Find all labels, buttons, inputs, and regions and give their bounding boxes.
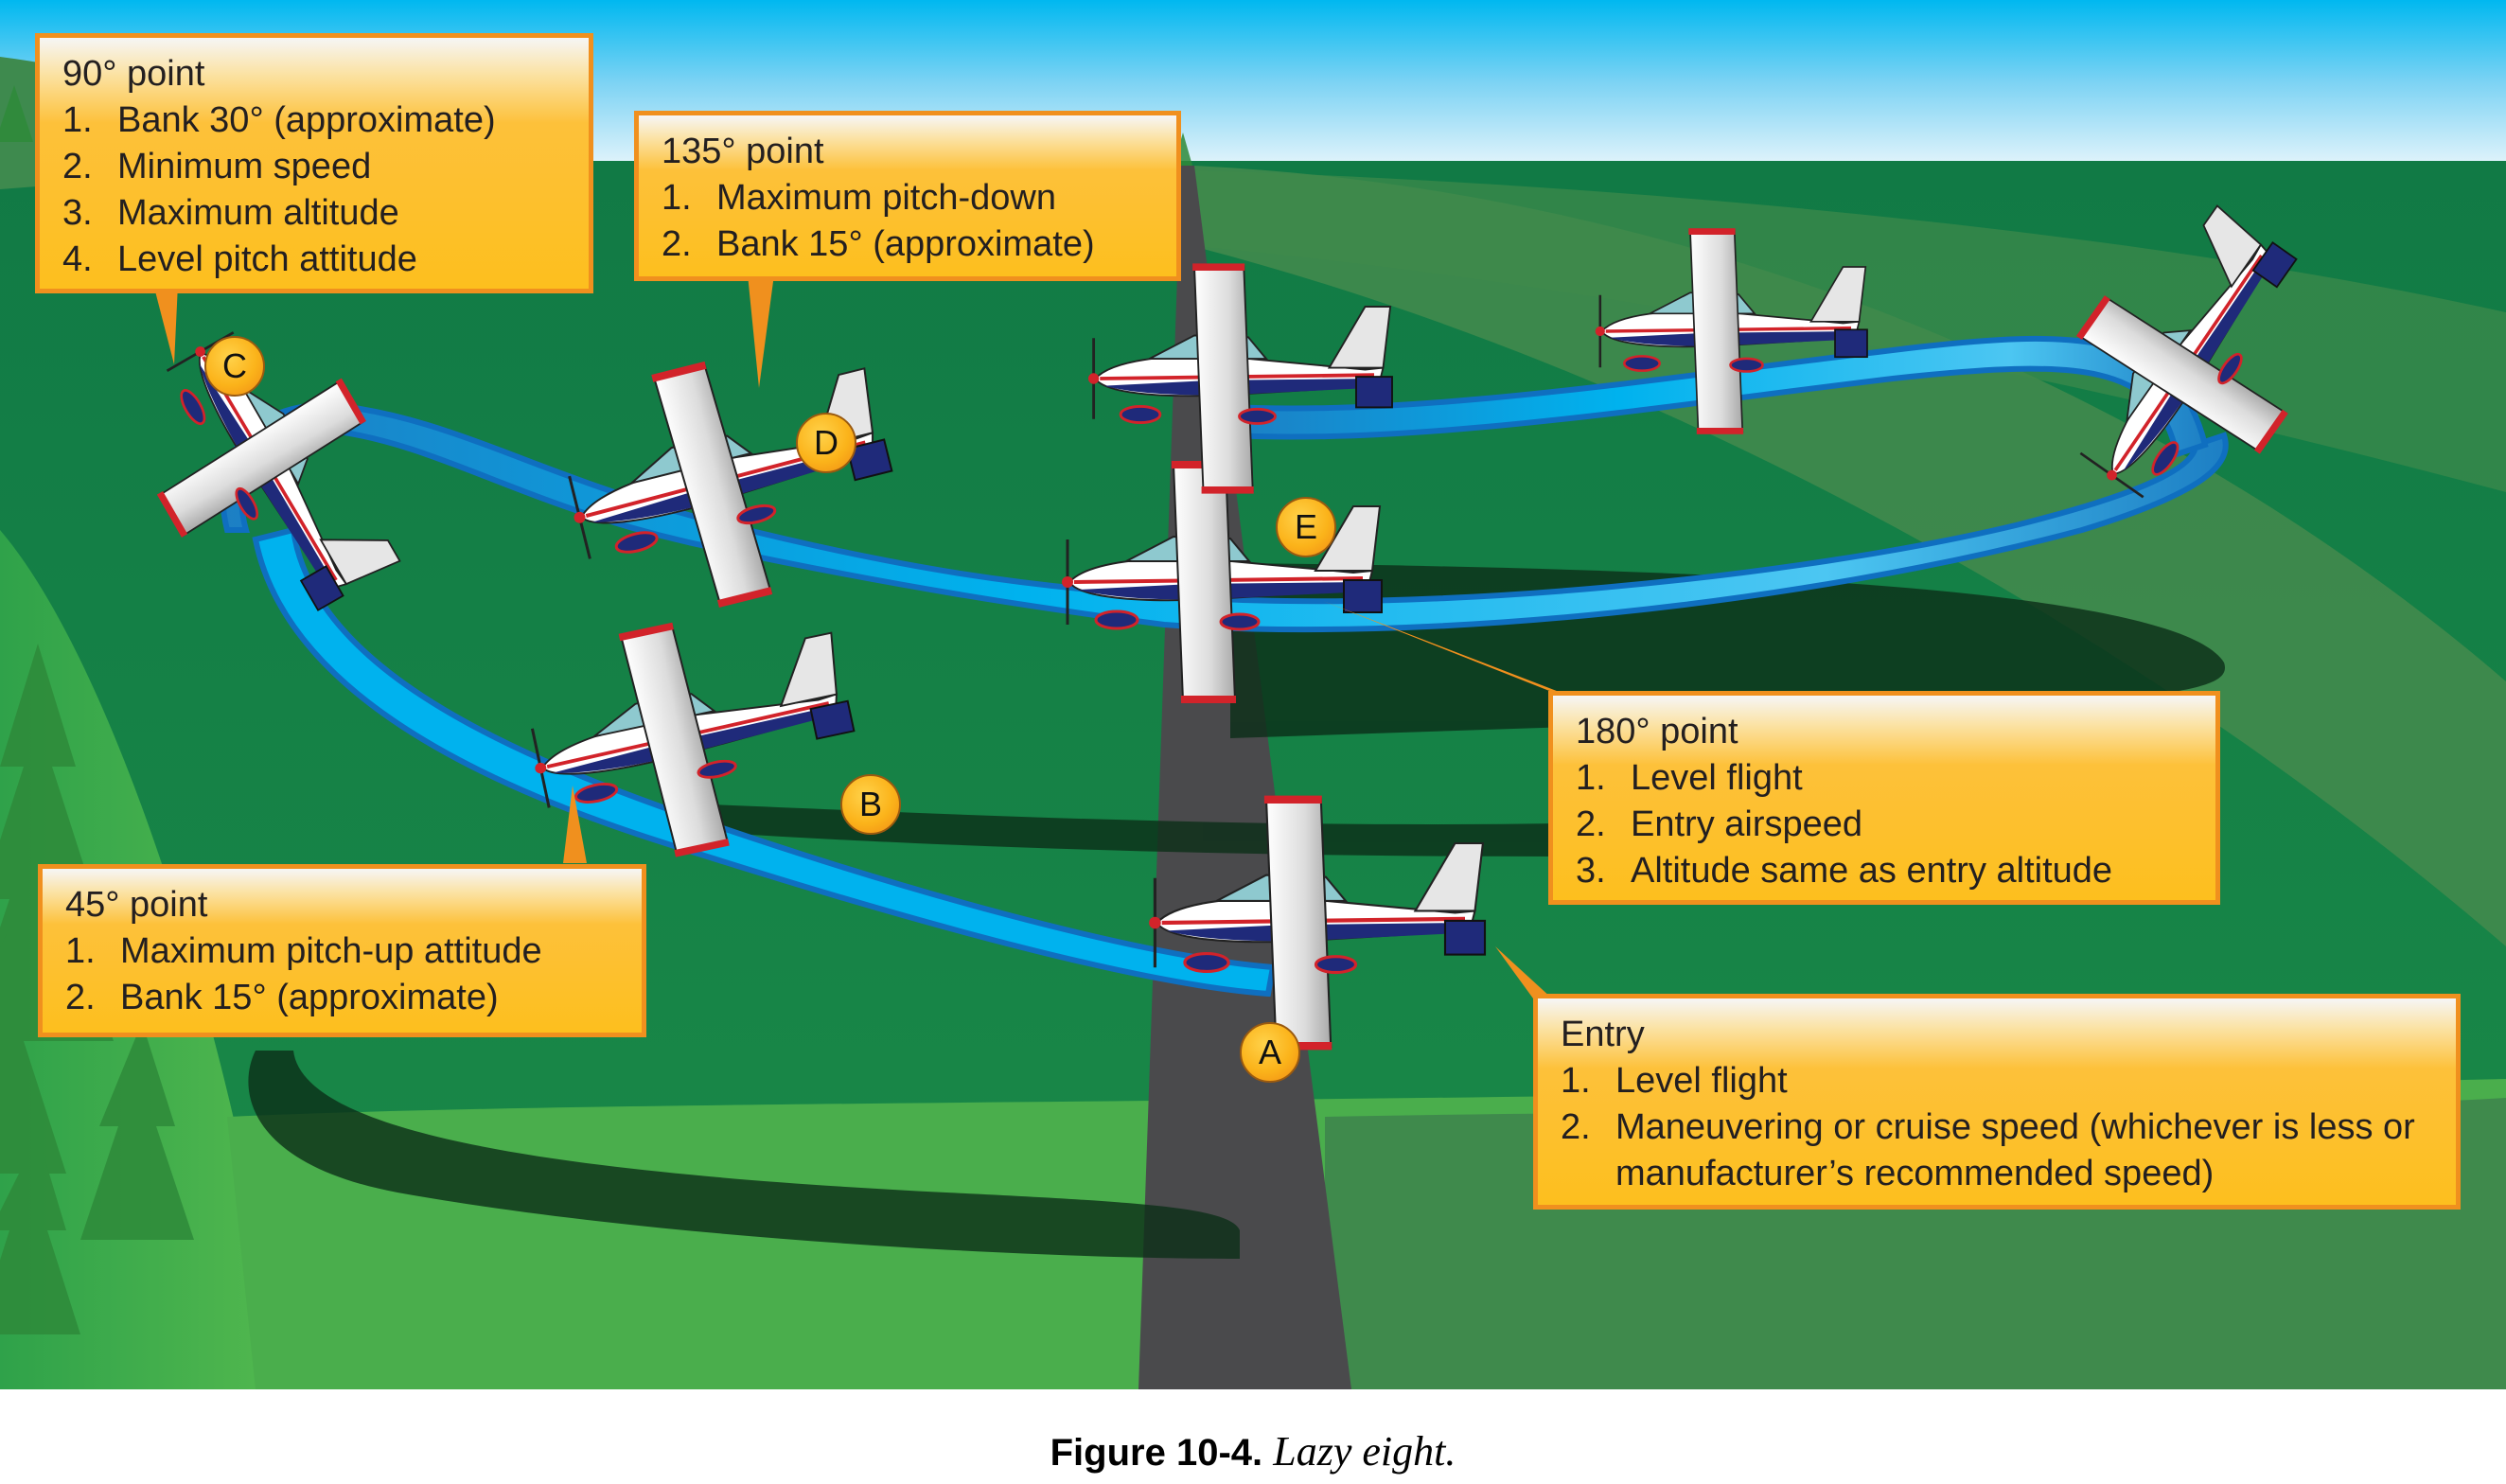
figure-label: Figure 10-4. bbox=[1050, 1432, 1263, 1474]
item-number: 2. bbox=[1576, 804, 1606, 844]
callout-item: 1. Level flight bbox=[1576, 755, 2193, 802]
figure-caption: Figure 10-4. Lazy eight. bbox=[0, 1427, 2506, 1475]
callout-90-point: 90° point 1. Bank 30° (approximate) 2. Min… bbox=[35, 33, 593, 293]
callout-45-point: 45° point 1. Maximum pitch-up attitude 2.… bbox=[38, 864, 646, 1037]
item-number: 3. bbox=[1576, 851, 1606, 891]
callout-item: 3. Altitude same as entry altitude bbox=[1576, 848, 2193, 894]
callout-pointers bbox=[153, 274, 1609, 998]
item-number: 2. bbox=[1561, 1107, 1591, 1147]
callout-item: 2. Minimum speed bbox=[62, 144, 566, 190]
marker-e: E bbox=[1276, 497, 1336, 557]
callout-title: 45° point bbox=[65, 885, 208, 925]
marker-d: D bbox=[796, 413, 856, 473]
tree-line bbox=[0, 85, 1192, 1334]
item-text: Level flight bbox=[1631, 758, 1803, 798]
item-number: 1. bbox=[1561, 1061, 1591, 1101]
callout-item: 1. Bank 30° (approximate) bbox=[62, 97, 566, 144]
item-text: Bank 15° (approximate) bbox=[120, 978, 499, 1017]
item-text: Entry airspeed bbox=[1631, 804, 1863, 844]
item-text: Altitude same as entry altitude bbox=[1631, 851, 2113, 891]
callout-item: 3. Maximum altitude bbox=[62, 190, 566, 237]
callout-entry: Entry 1. Level flight 2. Maneuvering or cr… bbox=[1533, 994, 2461, 1210]
callout-item: 2. Bank 15° (approximate) bbox=[662, 221, 1154, 268]
callout-135-point: 135° point 1. Maximum pitch-down 2. Bank 1… bbox=[634, 111, 1181, 281]
item-text: Maximum pitch-down bbox=[716, 178, 1056, 218]
item-number: 2. bbox=[662, 224, 692, 264]
item-number: 4. bbox=[62, 239, 93, 279]
item-number: 3. bbox=[62, 193, 93, 233]
item-text: Maneuvering or cruise speed (whichever i… bbox=[1615, 1107, 2415, 1193]
item-number: 1. bbox=[62, 100, 93, 140]
item-text: Maximum pitch-up attitude bbox=[120, 931, 542, 971]
item-text: Bank 30° (approximate) bbox=[117, 100, 496, 140]
item-number: 1. bbox=[1576, 758, 1606, 798]
marker-c: C bbox=[204, 336, 265, 397]
callout-title: 90° point bbox=[62, 54, 205, 94]
callout-title: 180° point bbox=[1576, 712, 1738, 751]
marker-b: B bbox=[840, 774, 901, 835]
callout-item: 1. Maximum pitch-down bbox=[662, 175, 1154, 221]
figure-title: Lazy eight. bbox=[1273, 1428, 1456, 1475]
marker-a: A bbox=[1240, 1022, 1300, 1083]
item-text: Minimum speed bbox=[117, 147, 372, 186]
item-text: Bank 15° (approximate) bbox=[716, 224, 1095, 264]
callout-title: Entry bbox=[1561, 1015, 1645, 1054]
callout-180-point: 180° point 1. Level flight 2. Entry airspe… bbox=[1548, 691, 2220, 905]
item-number: 2. bbox=[65, 978, 96, 1017]
callout-item: 4. Level pitch attitude bbox=[62, 237, 566, 283]
callout-item: 1. Level flight bbox=[1561, 1058, 2433, 1104]
callout-item: 2. Maneuvering or cruise speed (whichever… bbox=[1561, 1104, 2433, 1197]
item-text: Level flight bbox=[1615, 1061, 1788, 1101]
item-number: 1. bbox=[65, 931, 96, 971]
callout-item: 2. Bank 15° (approximate) bbox=[65, 975, 619, 1021]
item-number: 2. bbox=[62, 147, 93, 186]
item-number: 1. bbox=[662, 178, 692, 218]
item-text: Maximum altitude bbox=[117, 193, 399, 233]
callout-title: 135° point bbox=[662, 132, 824, 171]
callout-item: 1. Maximum pitch-up attitude bbox=[65, 928, 619, 975]
callout-item: 2. Entry airspeed bbox=[1576, 802, 2193, 848]
item-text: Level pitch attitude bbox=[117, 239, 417, 279]
